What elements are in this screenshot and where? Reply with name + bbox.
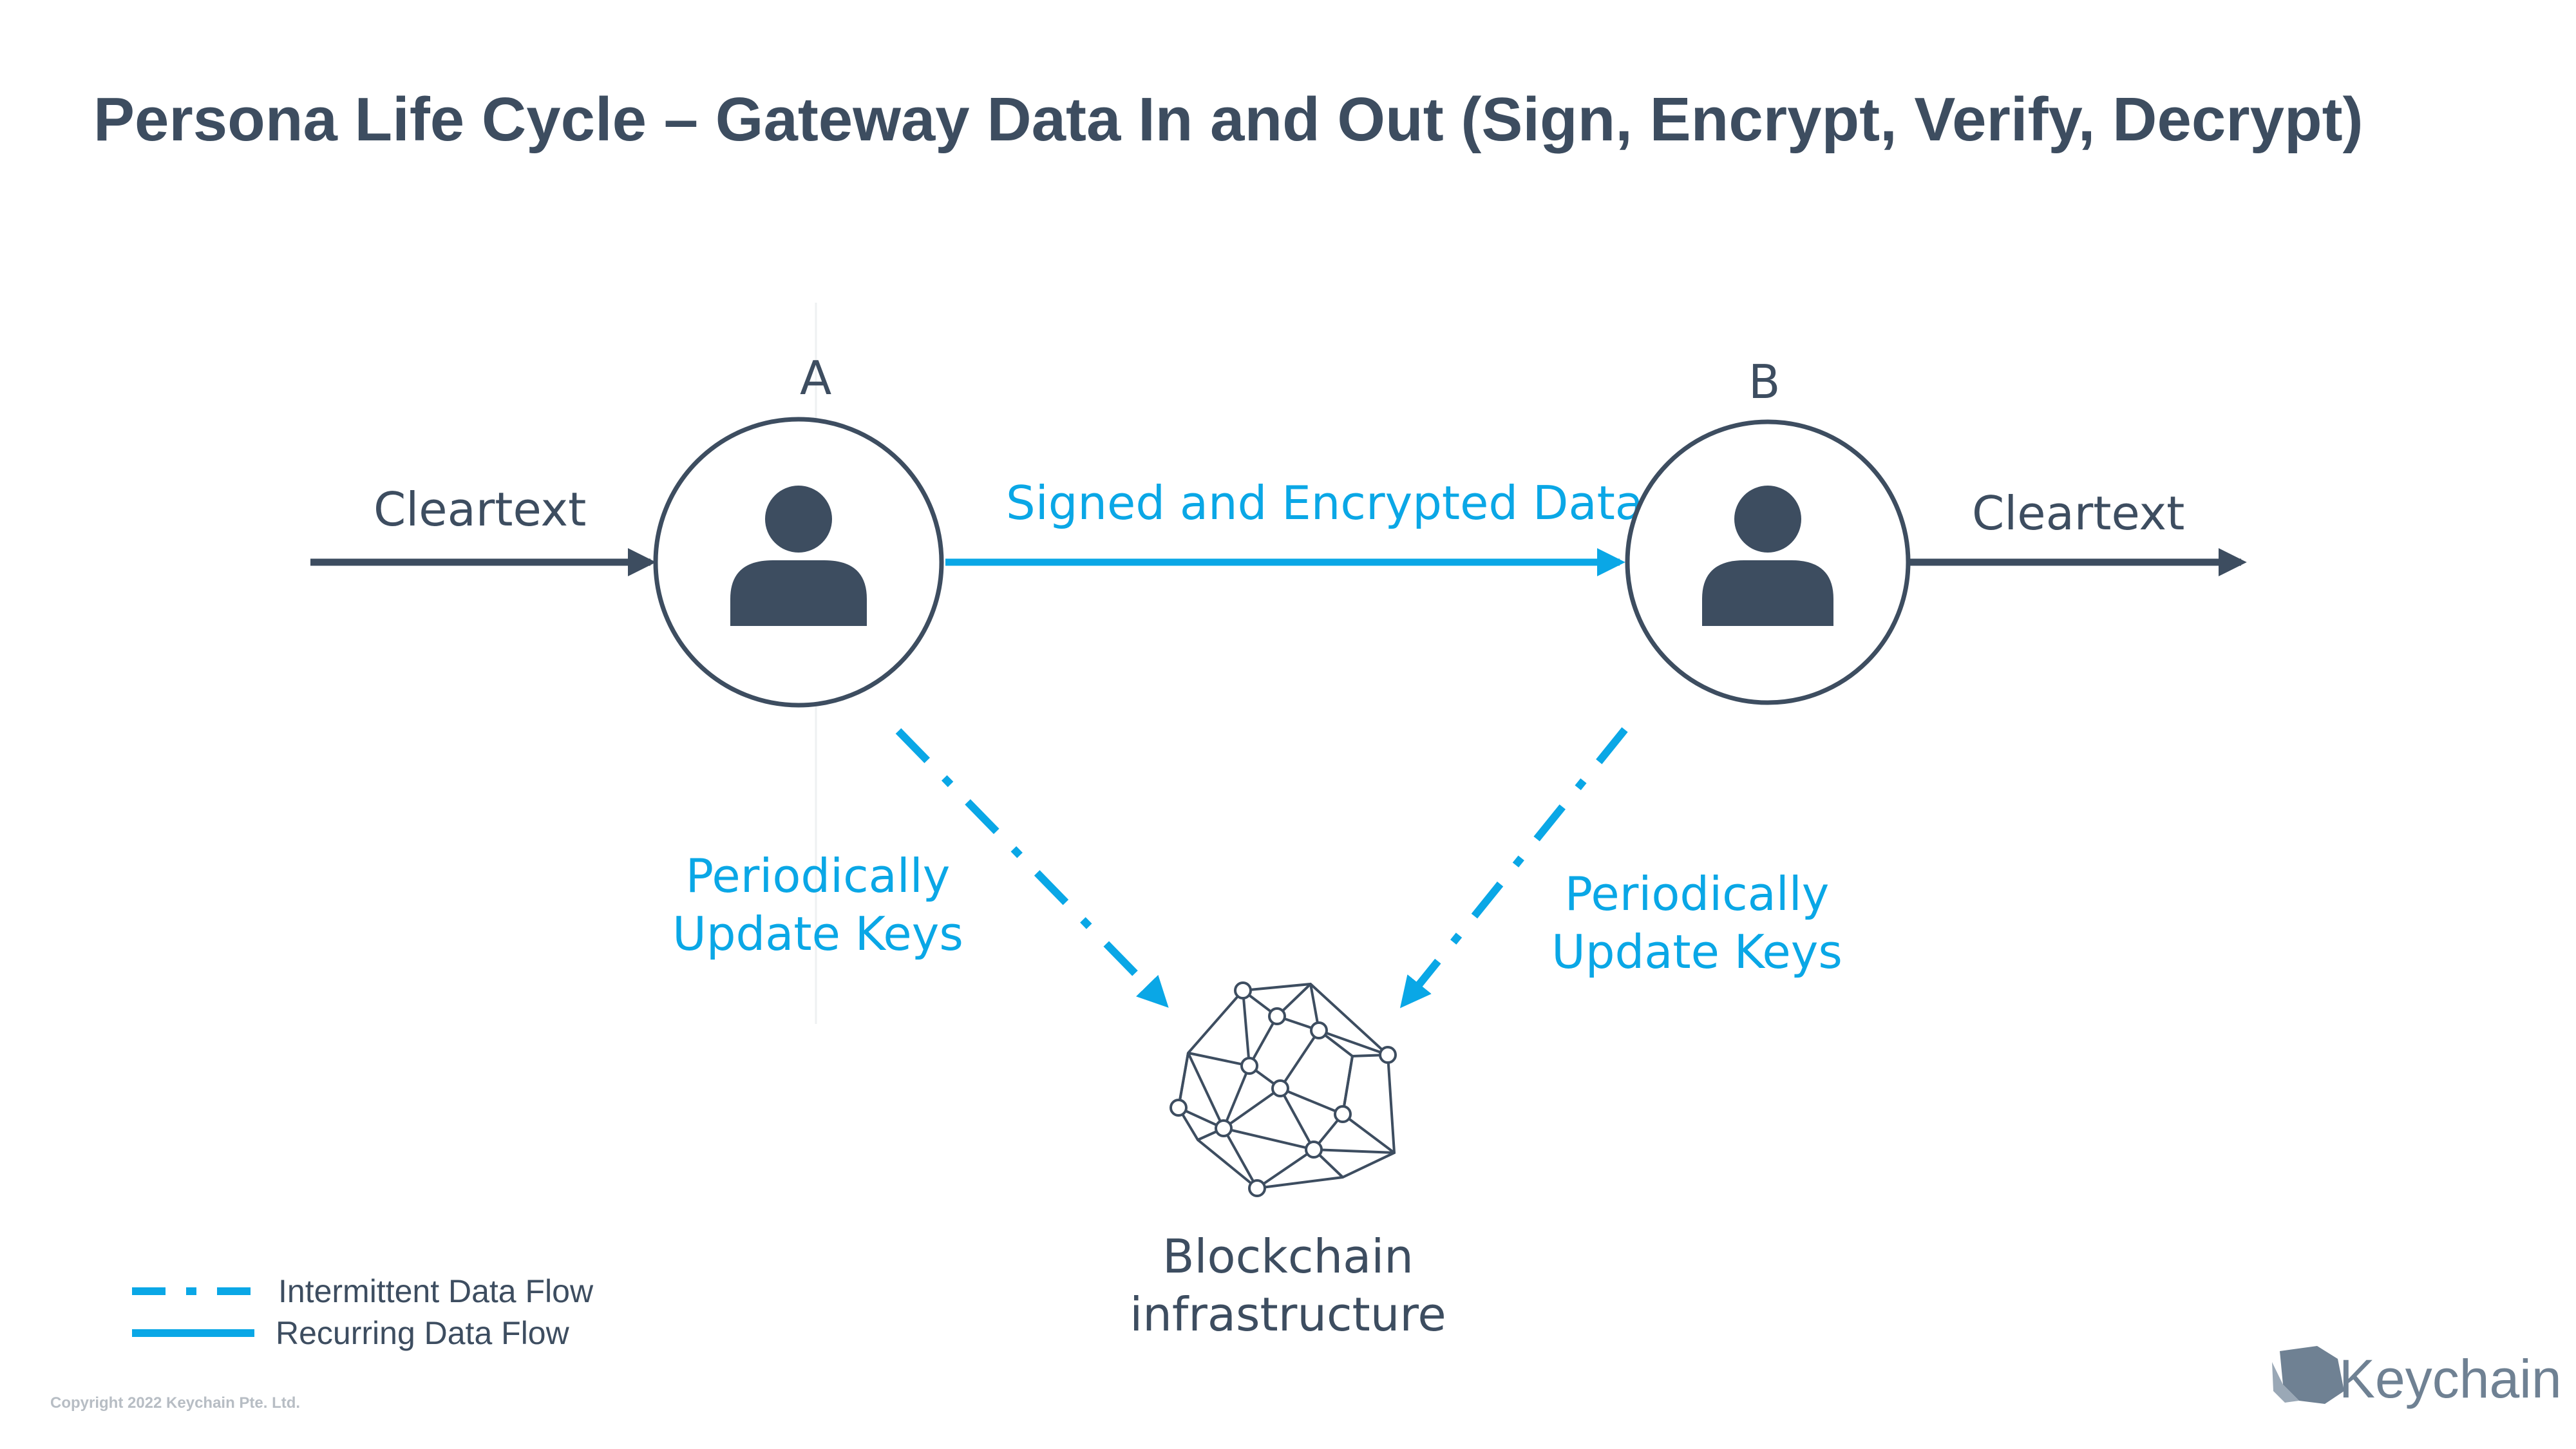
update-keys-right-line2: Update Keys bbox=[1551, 925, 1842, 979]
update-keys-left-line1: Periodically bbox=[686, 849, 951, 903]
blockchain-label-line1: Blockchain bbox=[1162, 1229, 1414, 1283]
update-keys-left-line2: Update Keys bbox=[672, 907, 963, 961]
blockchain-label-line2: infrastructure bbox=[1130, 1287, 1446, 1341]
node-b-label: B bbox=[1748, 355, 1780, 409]
cleartext-in-label: Cleartext bbox=[374, 482, 586, 536]
update-keys-left-arrow bbox=[895, 728, 1169, 1008]
person-icon bbox=[730, 486, 867, 626]
update-keys-right-line1: Periodically bbox=[1565, 867, 1830, 921]
node-a bbox=[653, 417, 944, 708]
cleartext-out-label: Cleartext bbox=[1972, 486, 2184, 540]
node-a-label: A bbox=[800, 351, 831, 405]
person-icon bbox=[1702, 486, 1833, 626]
brand-name: Keychain bbox=[2339, 1349, 2562, 1409]
node-b bbox=[1625, 419, 1911, 705]
blockchain-network-icon bbox=[1170, 981, 1397, 1197]
page-title: Persona Life Cycle – Gateway Data In and… bbox=[93, 85, 2363, 154]
keychain-logo-icon bbox=[2272, 1346, 2344, 1404]
signed-encrypted-label: Signed and Encrypted Data bbox=[1006, 476, 1643, 530]
legend-recurring-label: Recurring Data Flow bbox=[276, 1315, 570, 1351]
legend-intermittent-label: Intermittent Data Flow bbox=[278, 1273, 594, 1309]
legend: Intermittent Data Flow Recurring Data Fl… bbox=[132, 1273, 594, 1351]
copyright-text: Copyright 2022 Keychain Pte. Ltd. bbox=[50, 1394, 300, 1412]
